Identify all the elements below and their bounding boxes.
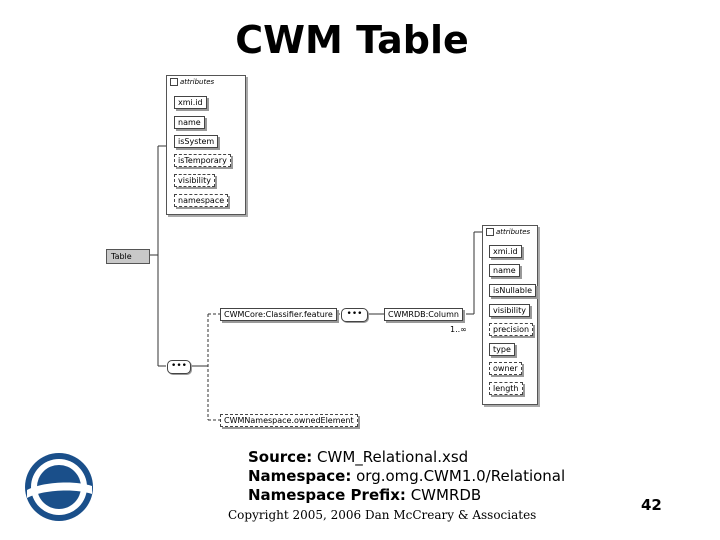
attr-namespace: namespace <box>174 194 229 207</box>
col-attr-length: length <box>489 382 523 395</box>
col-attr-xmi-id: xmi.id <box>489 245 522 258</box>
attr-visibility: visibility <box>174 174 215 187</box>
col-attr-name: name <box>489 264 520 277</box>
company-logo <box>25 453 93 521</box>
sequence-compositor-2: ••• <box>341 308 368 322</box>
source-line: Source: CWM_Relational.xsd <box>248 448 468 466</box>
page-number: 42 <box>641 496 662 514</box>
col-attr-owner: owner <box>489 362 522 375</box>
owned-element: CWMNamespace.ownedElement <box>220 414 358 427</box>
attributes-header-right: attributes <box>486 228 530 236</box>
prefix-label: Namespace Prefix: <box>248 486 406 504</box>
prefix-line: Namespace Prefix: CWMRDB <box>248 486 481 504</box>
copyright: Copyright 2005, 2006 Dan McCreary & Asso… <box>228 508 537 522</box>
col-attr-precision: precision <box>489 323 534 336</box>
column-multiplicity: 1..∞ <box>450 325 467 334</box>
column-element: CWMRDB:Column <box>384 308 463 321</box>
attributes-header: attributes <box>170 78 214 86</box>
source-value: CWM_Relational.xsd <box>317 448 469 466</box>
prefix-value: CWMRDB <box>410 486 482 504</box>
attr-xmi-id: xmi.id <box>174 96 207 109</box>
namespace-line: Namespace: org.omg.CWM1.0/Relational <box>248 467 565 485</box>
attr-name: name <box>174 116 205 129</box>
page-title: CWM Table <box>235 18 469 62</box>
namespace-value: org.omg.CWM1.0/Relational <box>356 467 566 485</box>
classifier-feature-element: CWMCore:Classifier.feature <box>220 308 337 321</box>
namespace-label: Namespace: <box>248 467 352 485</box>
attr-is-temporary: isTemporary <box>174 154 231 167</box>
col-attr-is-nullable: isNullable <box>489 284 537 297</box>
source-label: Source: <box>248 448 313 466</box>
root-element-table: Table <box>106 249 150 264</box>
col-attr-type: type <box>489 343 515 356</box>
attr-is-system: isSystem <box>174 135 219 148</box>
col-attr-visibility: visibility <box>489 304 530 317</box>
sequence-compositor: ••• <box>167 360 191 374</box>
